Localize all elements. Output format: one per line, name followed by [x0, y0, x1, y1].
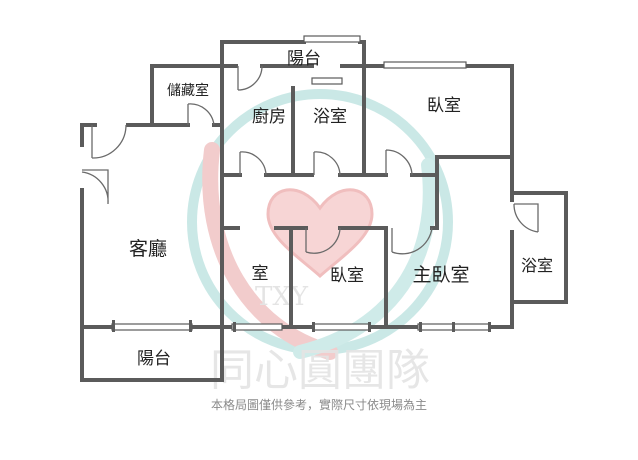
door-kitchen — [237, 65, 263, 91]
window-bedroom-mid — [313, 323, 371, 331]
watermark-latin: TXY — [255, 282, 309, 312]
door-entrance-2 — [81, 169, 109, 205]
disclaimer-text: 本格局圖僅供參考，實際尺寸依現場為主 — [210, 398, 427, 412]
wall-bedroom-top — [362, 64, 514, 159]
label-bath-right: 浴室 — [521, 256, 553, 275]
room-labels: 陽台 儲藏室 廚房 浴室 臥室 客廳 室 臥室 主臥室 浴室 陽台 — [129, 49, 553, 369]
watermark-text: 同心圓團隊 — [210, 345, 430, 396]
label-living-room: 客廳 — [129, 238, 167, 260]
label-bedroom-top-right: 臥室 — [427, 96, 461, 116]
window-small-room — [231, 323, 283, 331]
door-bath-right — [513, 203, 539, 233]
wall-bath-right — [510, 191, 568, 304]
door-bath-center — [313, 151, 341, 176]
window-balcony-top — [303, 35, 361, 43]
door-corridor-1 — [239, 151, 267, 176]
label-balcony-bottom: 陽台 — [137, 349, 171, 369]
wall-master-north — [435, 155, 514, 177]
label-balcony-top: 陽台 — [287, 49, 321, 69]
window-bedroom-top — [383, 61, 467, 69]
doors — [81, 65, 539, 255]
window-master-1 — [417, 323, 455, 331]
wall-master-corridor — [430, 173, 439, 230]
door-jambs — [220, 225, 278, 231]
door-master — [391, 227, 433, 255]
heart-icon — [266, 188, 374, 279]
window-living-balcony — [111, 323, 193, 331]
walls — [80, 40, 568, 382]
door-entrance-1 — [91, 124, 127, 159]
label-master-bedroom: 主臥室 — [412, 264, 469, 286]
label-small-room: 室 — [252, 264, 269, 284]
label-storage: 儲藏室 — [167, 82, 209, 99]
label-bath-center: 浴室 — [313, 107, 347, 127]
watermark-logo: TXY 同心圓團隊 — [187, 89, 453, 396]
label-kitchen: 廚房 — [252, 106, 286, 127]
window-bath-center — [311, 77, 343, 85]
window-master-2 — [453, 323, 491, 331]
wall-balcony-top — [220, 40, 366, 68]
door-storage — [187, 103, 215, 126]
window-posts — [112, 320, 491, 332]
label-bedroom-middle: 臥室 — [330, 266, 364, 286]
door-bedroom-mid — [305, 227, 341, 254]
window-kitchen-bath-top — [240, 62, 260, 68]
door-bedroom-top — [385, 149, 413, 176]
